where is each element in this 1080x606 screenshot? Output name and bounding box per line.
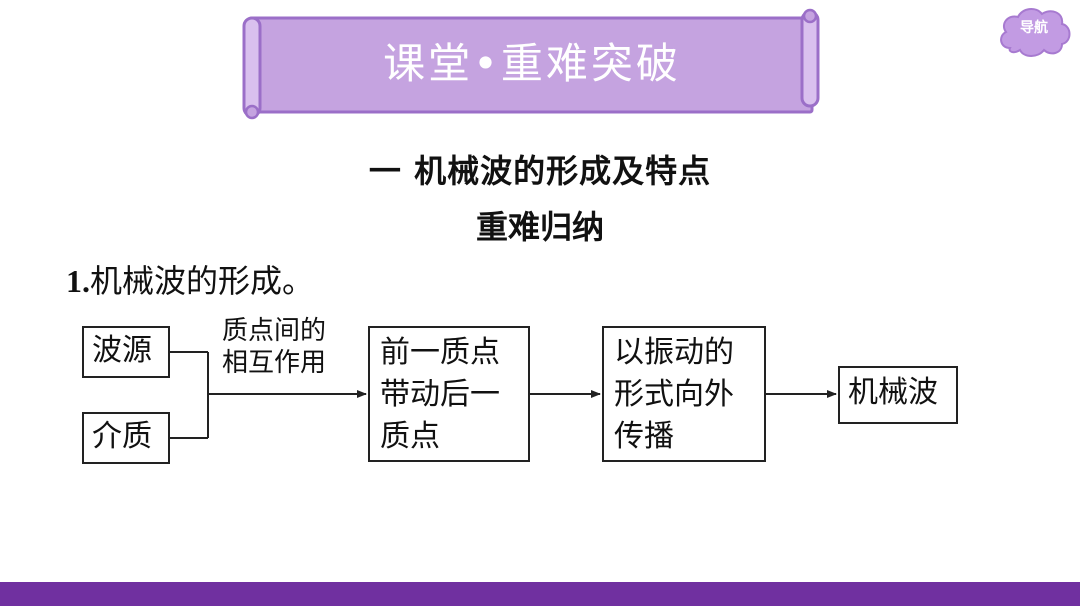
edge-label-line1: 质点间的: [222, 316, 327, 346]
wave-formation-diagram: 波源 介质 质点间的 相互作用 前一质点 带动后一 质点 以振动的 形式向外 传…: [78, 314, 968, 484]
box-source-label: 波源: [92, 333, 152, 368]
step2-line2: 形式向外: [614, 377, 734, 412]
nav-cloud-button[interactable]: [996, 4, 1072, 60]
box-result: 机械波: [838, 366, 958, 424]
box-step1: 前一质点 带动后一 质点: [368, 326, 530, 462]
edge-label-line2: 相互作用: [222, 348, 327, 378]
point-1: 1.机械波的形成。: [66, 256, 314, 302]
step1-line1: 前一质点: [380, 335, 500, 370]
step1-line3: 质点: [380, 419, 440, 454]
section-subheading: 重难归纳: [475, 208, 604, 246]
box-result-label: 机械波: [848, 375, 938, 410]
box-medium: 介质: [82, 412, 170, 464]
section-heading: 一 机械波的形成及特点: [368, 152, 712, 190]
title-banner: [242, 8, 820, 120]
bottom-bar: [0, 582, 1080, 606]
step2-line1: 以振动的: [614, 335, 734, 370]
point-text: 机械波的形成。: [90, 262, 315, 300]
step1-line2: 带动后一: [380, 377, 500, 412]
step2-line3: 传播: [614, 419, 674, 454]
box-step2: 以振动的 形式向外 传播: [602, 326, 766, 462]
box-medium-label: 介质: [92, 419, 152, 454]
nav-label[interactable]: 导航: [1020, 20, 1048, 36]
box-source: 波源: [82, 326, 170, 378]
diagram-connectors: [170, 351, 837, 439]
point-number: 1.: [66, 263, 90, 299]
banner-title: 课堂•重难突破: [383, 39, 681, 88]
